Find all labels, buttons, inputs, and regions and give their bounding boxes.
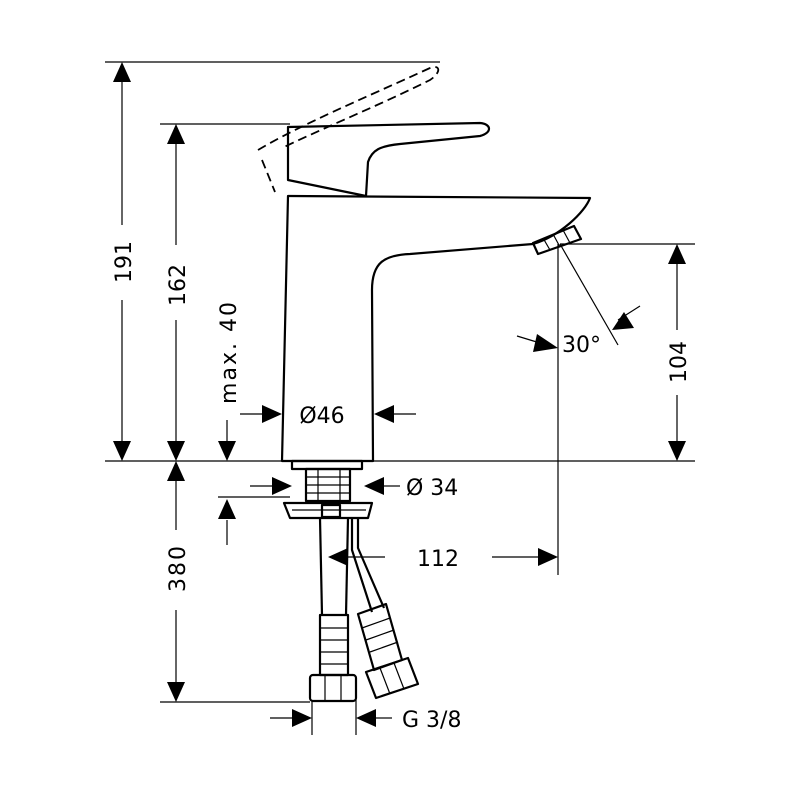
dimension-112-label: 112 bbox=[417, 547, 459, 572]
dimension-191: 191 bbox=[112, 62, 137, 461]
dimension-112: 112 bbox=[328, 547, 558, 572]
dimension-191-label: 191 bbox=[112, 241, 137, 283]
threaded-shank bbox=[304, 467, 352, 503]
dimension-104: 104 bbox=[667, 244, 692, 461]
dimension-spray-angle: 30° bbox=[516, 243, 641, 358]
dimension-162: 162 bbox=[166, 124, 191, 461]
dimension-connection-label: G 3/8 bbox=[402, 708, 461, 733]
dimension-connection-thread: G 3/8 bbox=[270, 708, 461, 733]
dimension-diameter-46-label: Ø46 bbox=[299, 404, 344, 429]
aerator bbox=[531, 224, 583, 256]
lever-open-position bbox=[257, 66, 440, 151]
lever-handle bbox=[286, 121, 491, 198]
extension-lines bbox=[105, 61, 695, 735]
dimension-380: 380 bbox=[166, 461, 191, 702]
faucet-spout bbox=[280, 194, 592, 463]
dimension-diameter-34: Ø 34 bbox=[250, 476, 458, 501]
dimension-max-40: max. 40 bbox=[217, 300, 242, 545]
dimension-diameter-34-label: Ø 34 bbox=[406, 476, 458, 501]
dimension-380-label: 380 bbox=[166, 544, 191, 592]
dimension-104-label: 104 bbox=[667, 341, 692, 383]
hose-right bbox=[350, 518, 420, 700]
mounting-bracket bbox=[282, 501, 374, 520]
dimension-spray-angle-label: 30° bbox=[562, 333, 601, 358]
dimension-max-40-label: max. 40 bbox=[217, 300, 242, 404]
faucet-body bbox=[257, 66, 592, 703]
dimension-162-label: 162 bbox=[166, 264, 191, 306]
hose-left bbox=[308, 517, 358, 703]
dimension-diameter-46: Ø46 bbox=[240, 404, 416, 429]
